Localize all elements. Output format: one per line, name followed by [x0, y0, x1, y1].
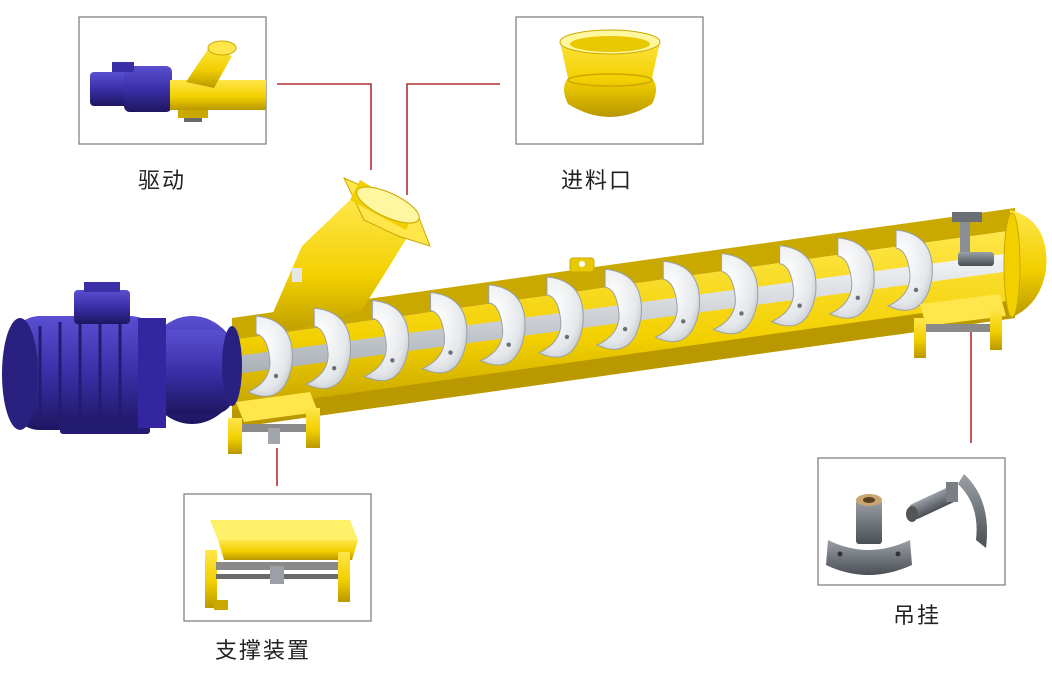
inlet-leader-line: [406, 83, 500, 195]
screw-flight: [304, 307, 352, 389]
screw-flight: [712, 252, 759, 335]
tail-end-plate: [1003, 210, 1047, 318]
screw-flight: [886, 229, 933, 311]
support-label: 支撑装置: [215, 639, 312, 664]
hanger-bearing-icon: [826, 474, 988, 575]
screw-flight: [654, 260, 701, 342]
flight-bolt: [681, 319, 686, 324]
gear-reducer: [144, 316, 242, 424]
drive-leader-line: [277, 83, 372, 170]
flight-bolt: [506, 342, 511, 347]
screw-flight: [770, 245, 817, 327]
main-hanger-bearing: [952, 212, 994, 266]
lifting-lug: [569, 257, 595, 273]
screw-flight: [537, 276, 584, 358]
screw-flight: [421, 291, 468, 374]
flight-bolt: [855, 295, 861, 301]
screw-flight: [363, 299, 410, 382]
inlet-label: 进料口: [561, 169, 634, 194]
hopper-icon: [559, 29, 661, 117]
screw-flight: [246, 315, 293, 397]
screw-flight: [479, 284, 526, 366]
screw-flight: [828, 237, 875, 319]
motor-icon: [2, 282, 166, 434]
flight-bolt: [622, 326, 628, 332]
main-support-left: [228, 392, 320, 454]
flight-bolt: [739, 311, 744, 316]
drive-thumbnail: [90, 40, 266, 122]
hanger-label: 吊挂: [893, 604, 942, 629]
flight-bolt: [797, 303, 802, 308]
flight-bolt: [273, 373, 279, 379]
flight-bolt: [564, 334, 570, 340]
drive-label: 驱动: [138, 169, 187, 194]
screw-flights: [246, 229, 933, 397]
flight-bolt: [331, 365, 337, 371]
main-inlet-hopper: [262, 176, 431, 338]
screw-flight: [595, 268, 642, 350]
flight-bolt: [913, 287, 919, 293]
flight-bolt: [390, 358, 395, 363]
support-bracket-icon: [205, 520, 358, 610]
flight-bolt: [448, 350, 453, 355]
main-support-right: [914, 294, 1006, 358]
